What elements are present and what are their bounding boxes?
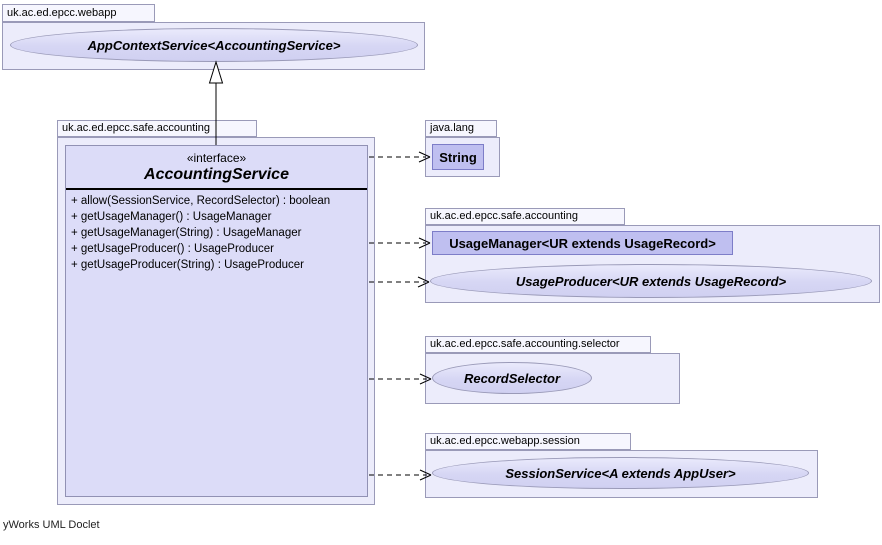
package-tab-java-lang: java.lang bbox=[425, 120, 497, 137]
node-usage-manager[interactable]: UsageManager<UR extends UsageRecord> bbox=[432, 231, 733, 255]
node-app-context-service[interactable]: AppContextService<AccountingService> bbox=[10, 28, 418, 62]
package-tab-webapp: uk.ac.ed.epcc.webapp bbox=[2, 4, 155, 22]
dependency-edge-record-selector bbox=[369, 373, 432, 385]
package-name: java.lang bbox=[430, 122, 475, 134]
interface-separator bbox=[66, 188, 367, 190]
package-name: uk.ac.ed.epcc.webapp bbox=[7, 6, 117, 19]
method-get-usage-producer-string[interactable]: + getUsageProducer(String) : UsageProduc… bbox=[71, 259, 304, 271]
node-accounting-service-interface[interactable]: «interface» AccountingService + allow(Se… bbox=[65, 145, 368, 497]
method-get-usage-producer[interactable]: + getUsageProducer() : UsageProducer bbox=[71, 243, 274, 255]
dependency-edge-usage-manager bbox=[369, 237, 431, 249]
package-tab-accounting-left: uk.ac.ed.epcc.safe.accounting bbox=[57, 120, 257, 137]
node-label: AppContextService<AccountingService> bbox=[87, 37, 341, 53]
package-tab-session: uk.ac.ed.epcc.webapp.session bbox=[425, 433, 631, 450]
package-body-java-lang bbox=[425, 137, 500, 177]
package-name: uk.ac.ed.epcc.safe.accounting bbox=[430, 210, 578, 222]
dependency-edge-usage-producer bbox=[369, 276, 430, 288]
node-usage-producer[interactable]: UsageProducer<UR extends UsageRecord> bbox=[430, 264, 872, 298]
interface-stereotype: «interface» bbox=[186, 151, 247, 165]
interface-name: AccountingService bbox=[144, 166, 289, 183]
node-label: RecordSelector bbox=[463, 370, 561, 386]
method-allow[interactable]: + allow(SessionService, RecordSelector) … bbox=[71, 195, 331, 207]
package-name: uk.ac.ed.epcc.safe.accounting.selector bbox=[430, 338, 620, 350]
method-get-usage-manager[interactable]: + getUsageManager() : UsageManager bbox=[71, 211, 272, 223]
method-get-usage-manager-string[interactable]: + getUsageManager(String) : UsageManager bbox=[71, 227, 302, 239]
node-session-service[interactable]: SessionService<A extends AppUser> bbox=[432, 457, 809, 489]
node-label: SessionService<A extends AppUser> bbox=[505, 465, 736, 481]
package-name: uk.ac.ed.epcc.safe.accounting bbox=[62, 122, 210, 134]
node-label: String bbox=[439, 149, 477, 165]
node-string[interactable]: String bbox=[432, 144, 484, 170]
node-label: UsageManager<UR extends UsageRecord> bbox=[449, 235, 716, 251]
generator-credit: yWorks UML Doclet bbox=[3, 519, 100, 531]
dependency-edge-string bbox=[369, 151, 431, 163]
package-tab-accounting-right: uk.ac.ed.epcc.safe.accounting bbox=[425, 208, 625, 225]
node-record-selector[interactable]: RecordSelector bbox=[432, 362, 592, 394]
node-label: UsageProducer<UR extends UsageRecord> bbox=[515, 273, 787, 289]
package-tab-selector: uk.ac.ed.epcc.safe.accounting.selector bbox=[425, 336, 651, 353]
package-name: uk.ac.ed.epcc.webapp.session bbox=[430, 435, 580, 447]
dependency-edge-session-service bbox=[369, 469, 432, 481]
interface-method-list: + allow(SessionService, RecordSelector) … bbox=[66, 190, 367, 273]
